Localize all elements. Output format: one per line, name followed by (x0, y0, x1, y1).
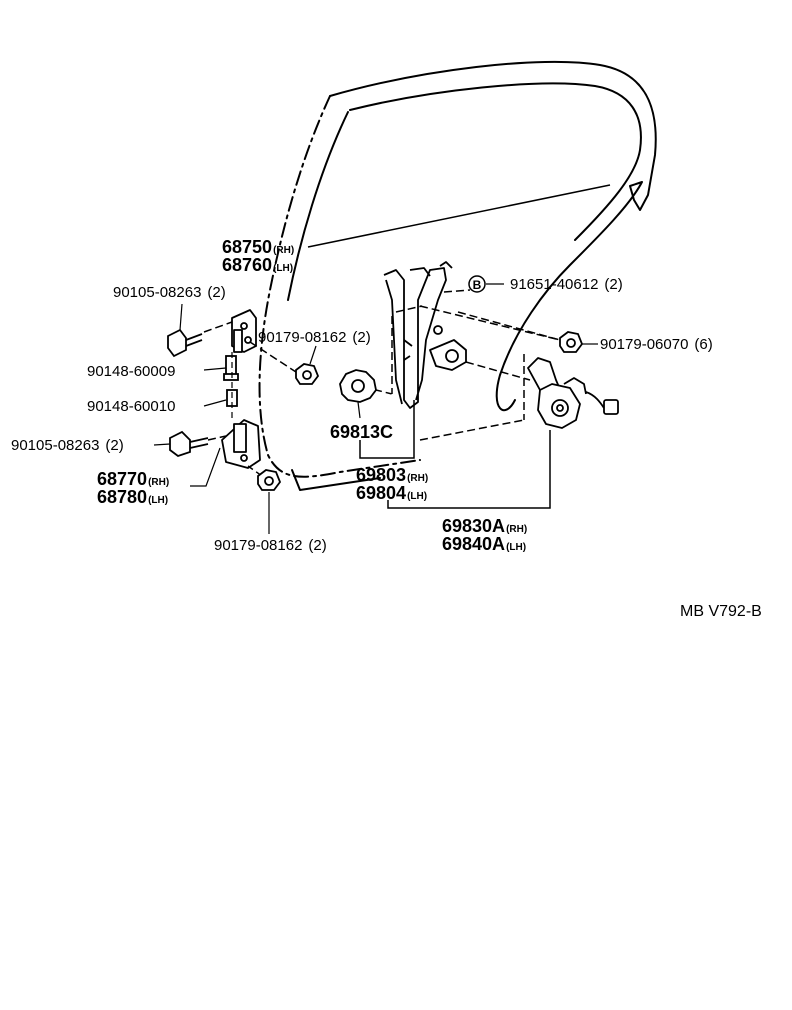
gear-icon (339, 369, 377, 403)
label-69804: 69804(LH) (356, 483, 428, 503)
label-90148-60010: 90148-60010 (87, 398, 176, 415)
nut-icon (257, 331, 584, 491)
label-90179-06070: 90179-06070(6) (600, 336, 713, 353)
lower-hinge (221, 419, 261, 469)
label-68750: 68750(RH) (222, 237, 295, 257)
upper-hinge (231, 309, 257, 353)
label-90179-08162-lower: 90179-08162(2) (214, 537, 327, 554)
label-69830a: 69830A(RH) (442, 516, 528, 536)
label-68760: 68760(LH) (222, 255, 294, 275)
callout-b-letter: B (473, 278, 482, 292)
drawing-code: MB V792-B (680, 603, 762, 620)
door-frame-window-edge (258, 95, 421, 478)
label-90148-60009: 90148-60009 (87, 363, 176, 380)
door-frame-lower-edge (291, 469, 381, 491)
label-69840a: 69840A(LH) (442, 534, 527, 554)
lower-bolt-icon (169, 430, 209, 458)
bracket-69830a (387, 430, 551, 509)
label-90179-08162-upper: 90179-08162(2) (258, 329, 371, 346)
bracket-69813c (359, 400, 415, 459)
motor-icon (527, 357, 619, 429)
door-frame-inner-edge (287, 111, 349, 301)
door-frame-inner (349, 82, 642, 241)
label-91651-40612: 91651-40612(2) (510, 276, 623, 293)
label-69813c: 69813C (330, 422, 394, 442)
leader-68750 (307, 184, 611, 248)
bolt-b-callout (468, 275, 486, 293)
label-68780: 68780(LH) (97, 487, 169, 507)
label-68770: 68770(RH) (97, 469, 170, 489)
door-frame-outline (329, 60, 657, 412)
label-69803: 69803(RH) (356, 465, 429, 485)
label-90105-08263-upper: 90105-08263(2) (113, 284, 226, 301)
regulator-icon (383, 261, 467, 409)
label-90105-08263-lower: 90105-08263(2) (11, 437, 124, 454)
